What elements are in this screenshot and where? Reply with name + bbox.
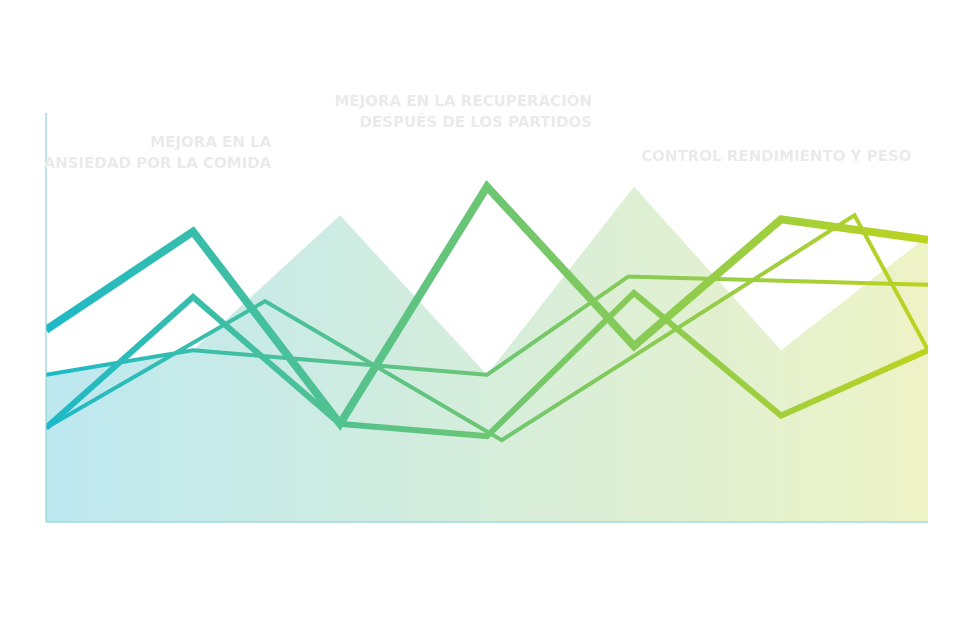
annotation-3: CONTROL RENDIMIENTO Y PESO [641, 147, 911, 165]
series-line-2 [46, 288, 928, 440]
annotation-2-line-1: MEJORA EN LA RECUPERACIÓN [335, 91, 593, 110]
area-fill [46, 186, 928, 522]
series-line-4 [46, 212, 928, 443]
series-layer [46, 180, 928, 443]
annotation-1: MEJORA EN LA ANSIEDAD POR LA COMIDA [44, 133, 272, 172]
annotation-2: MEJORA EN LA RECUPERACIÓN DESPUÉS DE LOS … [335, 91, 593, 131]
peak-marker-1 [283, 191, 312, 220]
annotation-2-line-2: DESPUÉS DE LOS PARTIDOS [359, 112, 592, 131]
annotation-1-line-1: MEJORA EN LA [150, 133, 271, 151]
annotation-3-line-1: CONTROL RENDIMIENTO Y PESO [641, 147, 911, 165]
annotation-1-line-2: ANSIEDAD POR LA COMIDA [44, 154, 272, 172]
series-line-1 [46, 180, 928, 431]
plot-area [45, 113, 928, 523]
peak-marker-3 [862, 195, 891, 224]
series-line-3 [46, 274, 928, 377]
peak-markers [283, 162, 891, 224]
peak-marker-2 [542, 162, 571, 191]
